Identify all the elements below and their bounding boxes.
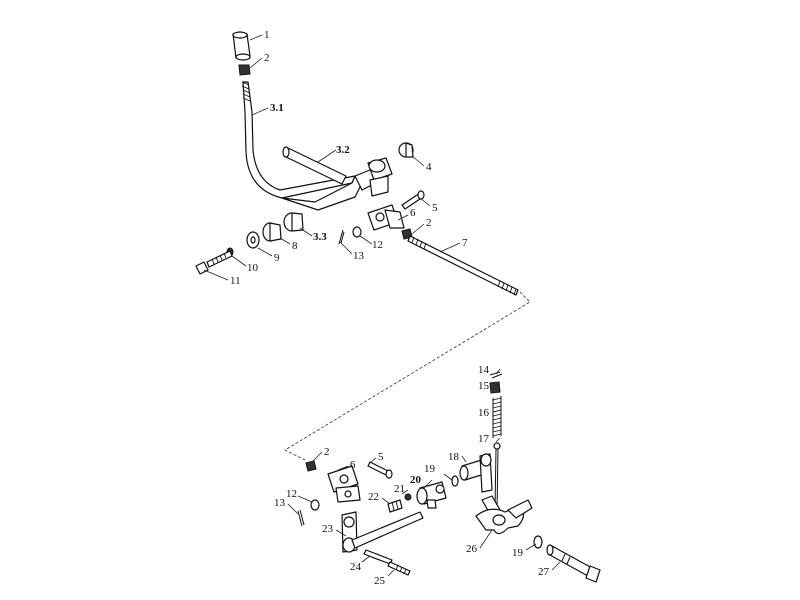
callout-5-upper: 5 [432,202,438,214]
part-cotter-lower [297,509,305,527]
callout-10: 10 [247,262,259,274]
part-bushing-8 [262,222,282,242]
callout-4: 4 [426,161,432,173]
callout-2-rod-upper: 2 [426,217,432,229]
part-cotter-14 [489,371,503,379]
callout-1: 1 [264,29,270,41]
callout-9: 9 [274,252,280,264]
callout-3-2: 3.2 [336,144,350,156]
callout-25: 25 [374,575,386,587]
part-nut-top [238,64,251,76]
part-shaft-27 [546,544,601,583]
callout-18: 18 [448,451,460,463]
part-washer-19a [451,475,459,487]
part-knob [232,31,251,61]
callout-7: 7 [462,237,468,249]
part-bushing-4 [398,142,414,158]
part-washer-19b [533,535,543,549]
part-spacer-3-3 [283,212,304,232]
callout-17: 17 [478,433,490,445]
part-nut-rod-lower [305,460,317,472]
callout-2-rod-lower: 2 [324,446,330,458]
callout-24: 24 [350,561,362,573]
callout-16: 16 [478,407,490,419]
part-pin-lower [367,461,393,479]
part-washer-upper [352,226,362,238]
callout-3-1: 3.1 [270,102,284,114]
part-pin-25 [387,561,411,576]
part-rod-17 [493,442,501,511]
callout-8: 8 [292,240,298,252]
callout-13-upper: 13 [353,250,365,262]
callout-5-lower: 5 [378,451,384,463]
part-pivot-housing [367,157,393,197]
part-cross-tube [282,146,347,185]
part-shift-fork-26 [475,495,533,535]
callout-13-lower: 13 [274,497,286,509]
callout-26: 26 [466,543,478,555]
part-bolt-11 [195,250,233,275]
part-rod [407,234,519,296]
callout-19-left: 19 [424,463,436,475]
connector-line [284,291,531,461]
part-washer-lower [310,499,320,511]
callout-2-nut-top: 2 [264,52,270,64]
part-screw-22 [387,499,403,513]
part-clevis-lower [327,465,361,503]
callout-22: 22 [368,491,379,503]
part-shift-lever [241,81,386,211]
callout-21: 21 [394,483,405,495]
part-nut-21 [404,493,412,501]
callout-15: 15 [478,380,490,392]
callout-labels: 1 2 3.1 3.2 4 5 6 2 7 3.3 8 9 10 11 12 1… [230,29,550,587]
callout-27: 27 [538,566,550,578]
part-lever-18 [459,453,493,493]
callout-14: 14 [478,364,490,376]
part-clevis-upper [367,204,405,231]
callout-20: 20 [410,474,422,486]
part-nut-15 [489,381,501,394]
callout-19-right: 19 [512,547,524,559]
callout-6-upper: 6 [410,207,416,219]
callout-6-lower: 6 [350,459,356,471]
callout-3-3: 3.3 [313,231,327,243]
part-bellcrank-23 [341,511,424,553]
callout-23: 23 [322,523,334,535]
callout-11: 11 [230,275,241,287]
part-spring-16 [492,396,502,438]
leader-lines [203,34,561,577]
part-coupling-20 [416,481,447,509]
callout-12-lower: 12 [286,488,297,500]
part-cotter-upper [338,229,345,245]
part-washer-9 [246,231,260,249]
callout-12-upper: 12 [372,239,383,251]
